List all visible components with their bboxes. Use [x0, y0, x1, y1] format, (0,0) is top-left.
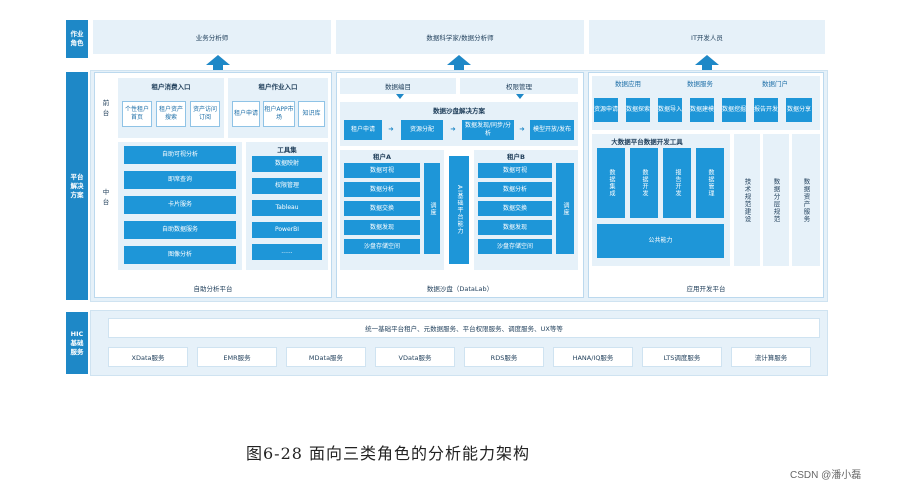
datalab-footer: 数据沙盘（DataLab）: [426, 285, 494, 293]
arrow-right-icon: ➜: [450, 125, 456, 133]
ai-platform[interactable]: AI基础平台能力: [449, 156, 469, 264]
service-item[interactable]: 图像分析: [124, 246, 236, 264]
hic-service[interactable]: VData服务: [375, 347, 455, 367]
tenant-a-item[interactable]: 沙盘存储空间: [344, 239, 420, 254]
datalab-top-item: 权限管理: [460, 78, 578, 94]
consume-item[interactable]: 资产访问订阅: [190, 101, 220, 127]
appdev-side-item: 数据资产服务: [792, 134, 820, 266]
tenant-b-item[interactable]: 数据可视: [478, 163, 552, 178]
arrow-down-icon: [396, 94, 404, 99]
self-service-footer: 自助分析平台: [193, 285, 233, 293]
public-ability[interactable]: 公共能力: [597, 224, 724, 258]
flow-step[interactable]: 租户申请: [344, 120, 382, 140]
appdev-row-item[interactable]: 数据分享: [786, 98, 812, 122]
tenant-b-item[interactable]: 数据分析: [478, 182, 552, 197]
solution-label: 平台 解决 方案: [66, 72, 88, 300]
arrow-right-icon: ➜: [388, 125, 394, 133]
hic-label: HIC 基础 服务: [66, 312, 88, 374]
tools-item[interactable]: 数据管理: [696, 148, 724, 218]
arrow-down-icon: [516, 94, 524, 99]
work-item[interactable]: 租户申请: [232, 101, 260, 127]
tools-item[interactable]: 报告开发: [663, 148, 691, 218]
hic-service[interactable]: LTS调度服务: [642, 347, 722, 367]
appdev-row-item[interactable]: 数据探索: [626, 98, 650, 122]
datalab-top-item: 数据编目: [340, 78, 456, 94]
service-item[interactable]: 自助数据服务: [124, 221, 236, 239]
work-item[interactable]: 知识库: [298, 101, 325, 127]
tool-item[interactable]: ......: [252, 244, 322, 260]
tool-item[interactable]: 权限管理: [252, 178, 322, 194]
hic-service[interactable]: MData服务: [286, 347, 366, 367]
service-item[interactable]: 卡片服务: [124, 196, 236, 214]
flow-step[interactable]: 资源分配: [401, 120, 443, 140]
service-item[interactable]: 自助可视分析: [124, 146, 236, 164]
tool-item[interactable]: PowerBI: [252, 222, 322, 238]
tenant-b-title: 租户B: [507, 153, 525, 161]
tool-item[interactable]: Tableau: [252, 200, 322, 216]
appdev-top-item: 数据应用: [615, 80, 641, 88]
work-item[interactable]: 租户APP市场: [263, 101, 295, 127]
roles-label: 作业 角色: [66, 20, 88, 58]
appdev-side-item: 数据分层规范: [763, 134, 789, 266]
appdev-side-item: 技术规范建设: [734, 134, 760, 266]
tenant-a-sched[interactable]: 调度: [424, 163, 440, 254]
tenant-b-item[interactable]: 沙盘存储空间: [478, 239, 552, 254]
hic-service[interactable]: EMR服务: [197, 347, 277, 367]
tenant-a-item[interactable]: 数据发现: [344, 220, 420, 235]
hic-top: 统一基础平台租户、元数据服务、平台权限服务、调度服务、UX等等: [108, 318, 820, 338]
tenant-b-item[interactable]: 数据发现: [478, 220, 552, 235]
appdev-row-item[interactable]: 数据导入: [658, 98, 682, 122]
role-it-developer: IT开发人员: [589, 20, 825, 54]
watermark: CSDN @潘小磊: [790, 470, 862, 481]
appdev-top-item: 数据门户: [762, 80, 788, 88]
tenant-a-item[interactable]: 数据交换: [344, 201, 420, 216]
hic-service[interactable]: RDS服务: [464, 347, 544, 367]
appdev-footer: 应用开发平台: [686, 285, 726, 293]
role-data-scientist: 数据科学家/数据分析师: [336, 20, 584, 54]
role-business-analyst: 业务分析师: [93, 20, 331, 54]
arrow-right-icon: ➜: [519, 125, 525, 133]
tool-item[interactable]: 数据映射: [252, 156, 322, 172]
flow-step[interactable]: 模型开放/发布: [530, 120, 574, 140]
flow-step[interactable]: 数据发现/同步/分析: [462, 120, 514, 140]
arrow-up-3: [695, 55, 719, 73]
appdev-row-item[interactable]: 数据建模: [690, 98, 714, 122]
tenant-consume-title: 租户消费入口: [151, 83, 191, 91]
tools-item[interactable]: 数据集成: [597, 148, 625, 218]
toolset-title: 工具集: [277, 145, 297, 154]
tenant-a-title: 租户A: [372, 153, 392, 161]
hic-service[interactable]: HANA/IQ服务: [553, 347, 633, 367]
tenant-work-title: 租户作业入口: [258, 83, 298, 91]
consume-item[interactable]: 个性租户首页: [122, 101, 152, 127]
tools-title: 大数据平台数据开发工具: [611, 137, 683, 146]
appdev-top-item: 数据服务: [687, 80, 713, 88]
tenant-a-item[interactable]: 数据可视: [344, 163, 420, 178]
figure-caption: 图6-28 面向三类角色的分析能力架构: [246, 444, 531, 463]
service-item[interactable]: 即席查询: [124, 171, 236, 189]
tools-item[interactable]: 数据开发: [630, 148, 658, 218]
appdev-row-item[interactable]: 数据挖掘: [722, 98, 746, 122]
hic-service[interactable]: 流计算服务: [731, 347, 811, 367]
consume-item[interactable]: 租户资产搜索: [156, 101, 186, 127]
appdev-row-item[interactable]: 报告开发: [754, 98, 778, 122]
arrow-up-2: [447, 55, 471, 73]
appdev-row-item[interactable]: 资源申请: [594, 98, 618, 122]
midend-label: 中 台: [102, 188, 110, 206]
frontend-label: 前 台: [102, 99, 110, 117]
datalab-title: 数据沙盘解决方案: [433, 106, 485, 115]
hic-service[interactable]: XData服务: [108, 347, 188, 367]
tenant-b-item[interactable]: 数据交换: [478, 201, 552, 216]
tenant-a-item[interactable]: 数据分析: [344, 182, 420, 197]
tenant-b-dispatch[interactable]: 调度: [556, 163, 574, 254]
arrow-up-1: [206, 55, 230, 73]
